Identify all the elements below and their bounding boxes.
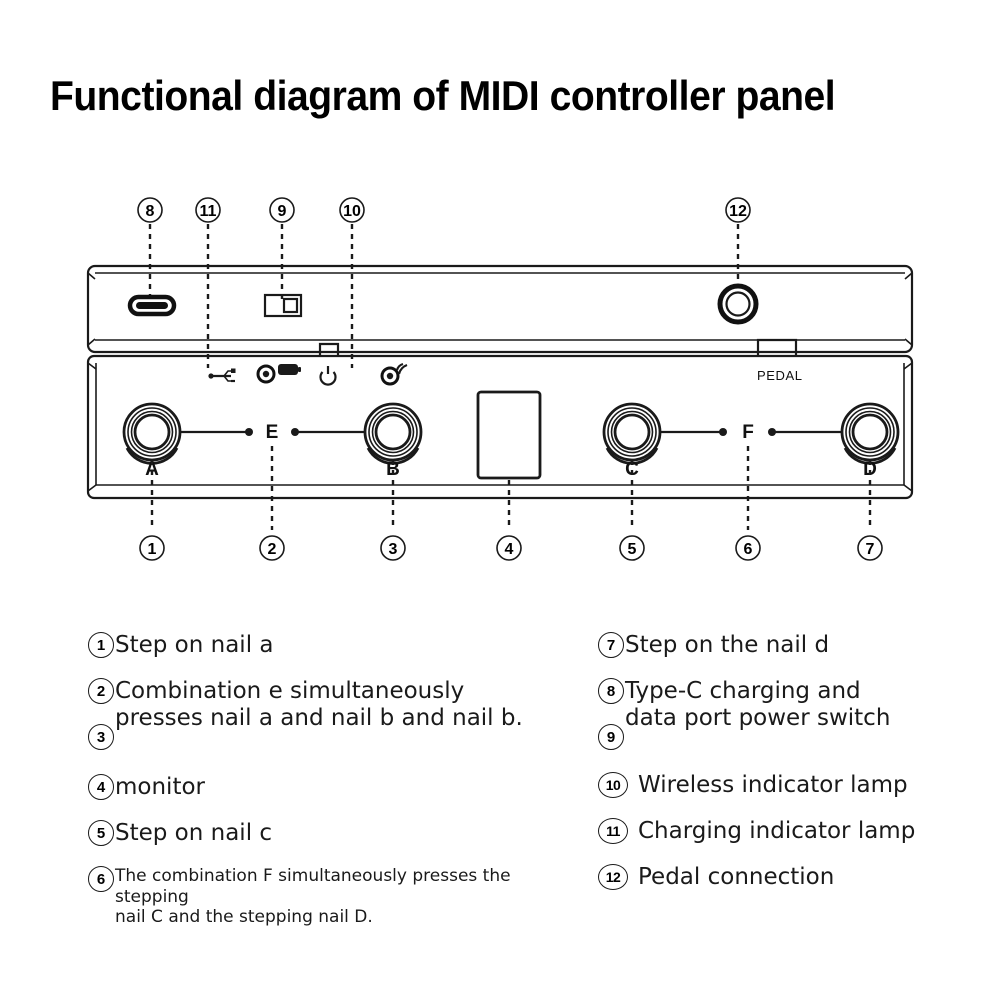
legend-item-6-text: The combination F simultaneously presses… [115,866,511,928]
combination-e: E [180,422,365,443]
legend-item-7: 7 Step on the nail d [598,632,829,659]
callout-3: 3 [380,535,406,561]
page-title: Functional diagram of MIDI controller pa… [50,72,836,119]
legend-item-7-number: 7 [598,632,624,658]
combination-e-label: E [266,422,279,443]
legend-item-1-text: Step on nail a [115,632,274,658]
legend-item-3-number: 3 [88,724,114,750]
power-switch-icon [263,293,303,318]
legend-item-11-text: Charging indicator lamp [638,818,916,844]
legend-item-2-text: Combination e simultaneously presses nai… [115,678,523,732]
legend-item-6: 6 The combination F simultaneously press… [88,866,588,928]
legend-item-10-number: 10 [598,772,628,798]
legend-item-8: 8 Type-C charging and data port power sw… [598,678,890,732]
battery-icon [278,364,301,375]
usb-c-port-icon [127,294,177,317]
callout-10: 10 [339,197,365,368]
device-diagram: .ln{stroke:#1a1a1a;fill:none;} .s15{stro… [86,197,914,561]
callout-10-number: 10 [343,203,361,220]
callout-6: 6 [735,535,761,561]
pedal-jack-icon [717,283,759,325]
legend: 1 Step on nail a 2 Combination e simulta… [0,612,1000,932]
pedal-label: PEDAL [757,368,803,383]
legend-item-11-number: 11 [598,818,628,844]
legend-item-12-number: 12 [598,864,628,890]
callout-2: 2 [259,535,285,561]
legend-item-10-text: Wireless indicator lamp [638,772,908,798]
footswitch-c[interactable]: C [602,402,662,480]
legend-item-5: 5 Step on nail c [88,820,272,847]
power-icon [319,366,337,386]
callout-5-number: 5 [628,541,637,558]
legend-item-9: 9 [598,724,625,750]
legend-item-9-number: 9 [598,724,624,750]
legend-item-8-number: 8 [598,678,624,704]
legend-item-5-number: 5 [88,820,114,846]
legend-item-8-text: Type-C charging and data port power swit… [625,678,891,732]
callout-9: 9 [269,197,295,302]
footswitch-a-label: A [145,459,159,480]
front-panel [86,354,914,500]
usb-icon [208,368,236,383]
callout-8: 8 [137,197,163,308]
callout-2-number: 2 [268,541,277,558]
legend-item-4-text: monitor [115,774,205,800]
footswitch-b-label: B [386,459,400,480]
callout-11-number: 11 [200,203,217,220]
callout-12: 12 [725,197,751,285]
panel-tab-right [756,338,798,356]
footswitch-d-label: D [863,459,877,480]
callout-7-number: 7 [866,541,875,558]
legend-item-12: 12 Pedal connection [598,864,834,891]
legend-item-7-text: Step on the nail d [625,632,830,658]
callout-11: 11 [195,197,221,368]
legend-item-12-text: Pedal connection [638,864,835,890]
legend-item-1: 1 Step on nail a [88,632,274,659]
callout-3-number: 3 [389,541,398,558]
legend-item-1-number: 1 [88,632,114,658]
callout-6-number: 6 [744,541,753,558]
legend-item-10: 10 Wireless indicator lamp [598,772,908,799]
footswitch-b[interactable]: B [363,402,423,480]
callout-1-number: 1 [148,541,157,558]
legend-item-5-text: Step on nail c [115,820,273,846]
footswitch-a[interactable]: A [122,402,182,480]
monitor-display[interactable] [476,390,542,480]
callout-5: 5 [619,535,645,561]
legend-item-6-number: 6 [88,866,114,892]
charging-led-icon [256,364,276,384]
legend-item-11: 11 Charging indicator lamp [598,818,915,845]
combination-f: F [660,422,842,443]
callout-4: 4 [496,535,522,561]
wireless-led-icon [380,362,408,386]
callout-7: 7 [857,535,883,561]
callout-9-number: 9 [278,203,287,220]
footswitch-c-label: C [625,459,639,480]
footswitch-d[interactable]: D [840,402,900,480]
callout-8-number: 8 [146,203,155,220]
legend-item-2-number: 2 [88,678,114,704]
legend-item-3: 3 [88,724,115,750]
callout-1: 1 [139,535,165,561]
legend-item-4-number: 4 [88,774,114,800]
panel-tab-left [318,342,340,356]
callout-12-number: 12 [729,203,747,220]
combination-f-label: F [742,422,754,443]
callout-4-number: 4 [505,541,514,558]
legend-item-2: 2 Combination e simultaneously presses n… [88,678,523,732]
legend-item-4: 4 monitor [88,774,205,801]
